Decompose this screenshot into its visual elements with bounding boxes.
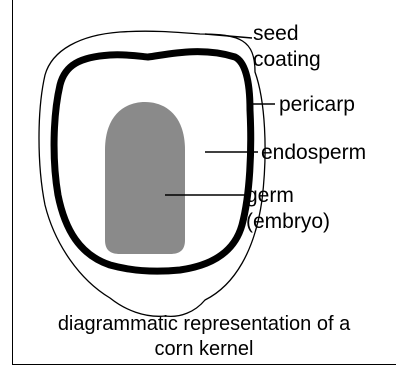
germ-label-line1: germ [246, 184, 294, 207]
endosperm-label: endosperm [261, 141, 366, 164]
seed-coating-label-line1: seed [253, 22, 299, 45]
germ-label-line2: (embryo) [246, 210, 330, 233]
seed-coating-leader [205, 34, 252, 38]
seed-coating-label-line2: coating [253, 48, 321, 71]
germ-shape [105, 102, 185, 254]
caption-line2: corn kernel [12, 337, 396, 362]
pericarp-label: pericarp [279, 93, 355, 116]
caption-line1: diagrammatic representation of a [12, 312, 396, 337]
